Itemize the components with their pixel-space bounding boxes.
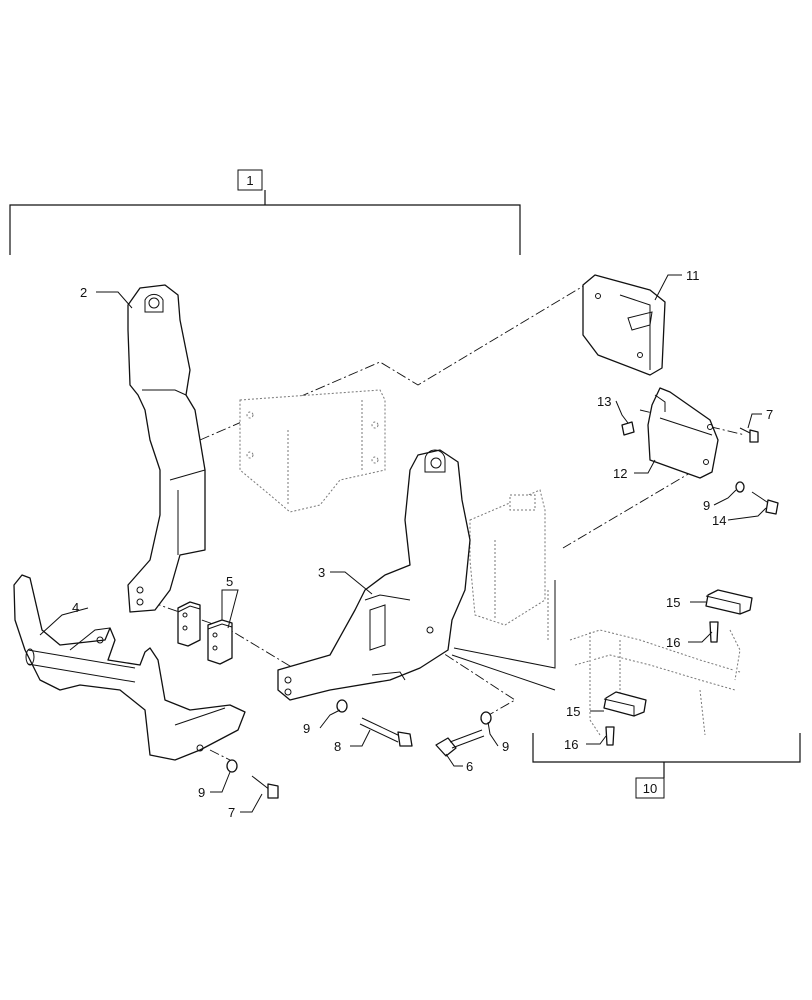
washer-parts-9 — [226, 481, 745, 773]
label-7-lower: 7 — [228, 805, 235, 820]
upright-left-part-2 — [127, 284, 206, 613]
label-3: 3 — [318, 565, 325, 580]
label-9-right: 9 — [703, 498, 710, 513]
bolt-part-6 — [435, 729, 485, 757]
block-part-15-lower — [603, 691, 647, 717]
pads-part-5 — [177, 601, 233, 665]
label-13: 13 — [597, 394, 611, 409]
label-16-upper: 16 — [666, 635, 680, 650]
bolt-part-7-upper — [739, 427, 759, 443]
pin-part-13 — [621, 421, 635, 436]
label-4: 4 — [72, 600, 79, 615]
block-part-15-upper — [705, 589, 753, 615]
label-15-upper: 15 — [666, 595, 680, 610]
assembly-bracket-10 — [532, 733, 801, 778]
label-8: 8 — [334, 739, 341, 754]
label-2: 2 — [80, 285, 87, 300]
plate-part-11 — [582, 274, 666, 376]
bolt-part-8 — [359, 717, 413, 747]
label-9-right-lower: 9 — [502, 739, 509, 754]
label-14: 14 — [712, 513, 726, 528]
svg-text:10: 10 — [643, 781, 657, 796]
ghost-mount-left — [239, 389, 386, 513]
label-11: 11 — [686, 268, 700, 283]
screw-parts-16 — [605, 621, 719, 746]
label-12: 12 — [613, 466, 627, 481]
bolt-part-14 — [751, 491, 779, 515]
label-6: 6 — [466, 759, 473, 774]
bumper-frame-part-4 — [13, 574, 246, 761]
label-15-lower: 15 — [566, 704, 580, 719]
label-9-center: 9 — [303, 721, 310, 736]
label-7-upper: 7 — [766, 407, 773, 422]
label-5: 5 — [226, 574, 233, 589]
ghost-vehicle-frame — [569, 629, 741, 736]
label-1: 1 — [237, 169, 263, 191]
ghost-mount-right — [469, 489, 549, 640]
upright-right-part-3 — [277, 449, 471, 701]
assembly-bracket-1 — [9, 190, 521, 255]
label-10: 10 — [635, 777, 665, 799]
svg-text:1: 1 — [246, 173, 253, 188]
plate-part-12 — [647, 387, 719, 479]
label-16-lower: 16 — [564, 737, 578, 752]
bolt-part-7-lower — [251, 775, 279, 799]
leader-lines — [39, 274, 767, 813]
label-9-left: 9 — [198, 785, 205, 800]
